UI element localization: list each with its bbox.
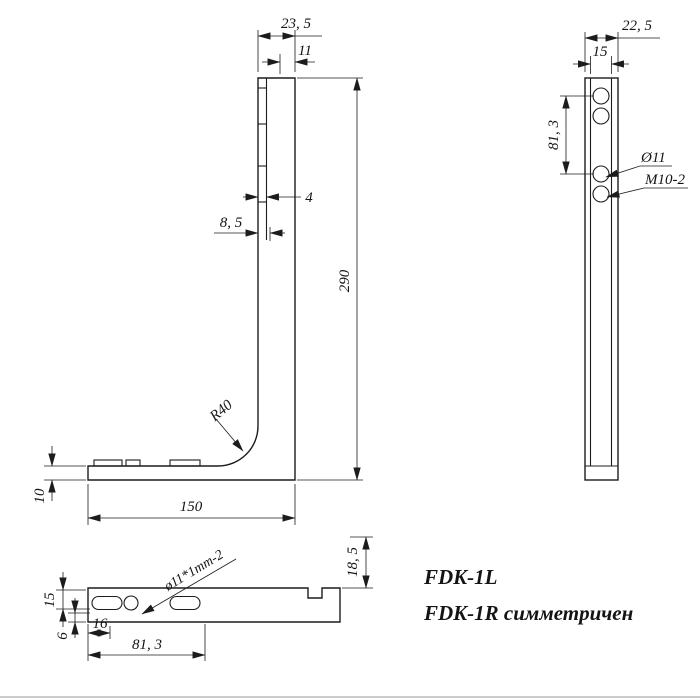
side-view: 23, 5 11 4 8, 5 290 xyxy=(32,16,363,525)
hole-top-1 xyxy=(592,87,610,105)
leader-hole-dia: Ø11 xyxy=(605,150,672,178)
top-view: ø11*1mm-2 15 6 16 xyxy=(42,536,373,661)
hole-bottom-1 xyxy=(592,165,610,183)
dim-text-15-top: 15 xyxy=(42,592,58,608)
dim-side-base-thickness: 10 xyxy=(32,446,86,504)
dim-top-slot-offset: 16 xyxy=(87,616,111,639)
dim-text-290: 290 xyxy=(337,269,353,292)
dim-text-81-3-top: 81, 3 xyxy=(132,637,162,653)
model-labels: FDK-1L FDK-1R симметричен xyxy=(423,565,633,625)
dim-text-18-5: 18, 5 xyxy=(345,547,361,578)
dim-side-fillet: R40 xyxy=(206,397,244,452)
side-view-hole-slots xyxy=(258,87,267,203)
dim-text-6: 6 xyxy=(55,632,71,640)
label-thread: M10-2 xyxy=(644,172,685,188)
dim-edge-hole-span: 81, 3 xyxy=(546,95,594,175)
edge-view-holes xyxy=(592,87,610,203)
dim-text-16: 16 xyxy=(93,616,109,632)
side-view-base-slots xyxy=(93,459,201,467)
dim-top-edge: 6 xyxy=(55,598,90,640)
top-view-outline xyxy=(87,587,341,623)
label-hole-dia: Ø11 xyxy=(640,150,666,166)
dim-top-width: 15 xyxy=(42,572,90,627)
dim-text-11: 11 xyxy=(298,43,312,59)
dim-side-wall: 4 xyxy=(243,190,313,206)
model-name-right: FDK-1R симметричен xyxy=(423,601,633,625)
dim-side-top-inner: 11 xyxy=(262,43,315,74)
dim-side-offset: 8, 5 xyxy=(214,215,285,241)
dim-top-slot-span: 81, 3 xyxy=(87,624,206,661)
dim-text-8-5: 8, 5 xyxy=(220,215,243,231)
hole-center xyxy=(123,595,139,611)
dim-text-r40: R40 xyxy=(206,397,236,426)
side-view-outline xyxy=(87,77,296,481)
dim-text-23-5: 23, 5 xyxy=(281,16,312,32)
edge-view: 22, 5 15 81, 3 Ø11 M10-2 xyxy=(546,18,688,481)
dim-edge-inner-width: 15 xyxy=(573,44,629,74)
dim-text-4: 4 xyxy=(305,190,313,206)
dim-side-top-width: 23, 5 xyxy=(257,16,322,72)
dim-text-22-5: 22, 5 xyxy=(622,18,653,34)
dim-text-10: 10 xyxy=(32,488,48,504)
hole-top-2 xyxy=(592,107,610,125)
dim-side-base-length: 150 xyxy=(87,484,296,525)
leader-thread: M10-2 xyxy=(606,172,688,198)
dim-top-end: 18, 5 xyxy=(342,536,373,589)
dim-text-15-edge: 15 xyxy=(593,44,609,60)
dim-text-150: 150 xyxy=(180,499,203,515)
model-name-left: FDK-1L xyxy=(423,565,498,589)
dim-text-81-3-edge: 81, 3 xyxy=(546,120,562,150)
edge-view-outline xyxy=(584,77,619,481)
dim-side-height: 290 xyxy=(297,77,363,481)
leader-slot-note: ø11*1mm-2 xyxy=(141,548,237,615)
hole-bottom-2 xyxy=(592,185,610,203)
slot-right xyxy=(169,595,201,611)
slot-left xyxy=(91,595,123,611)
